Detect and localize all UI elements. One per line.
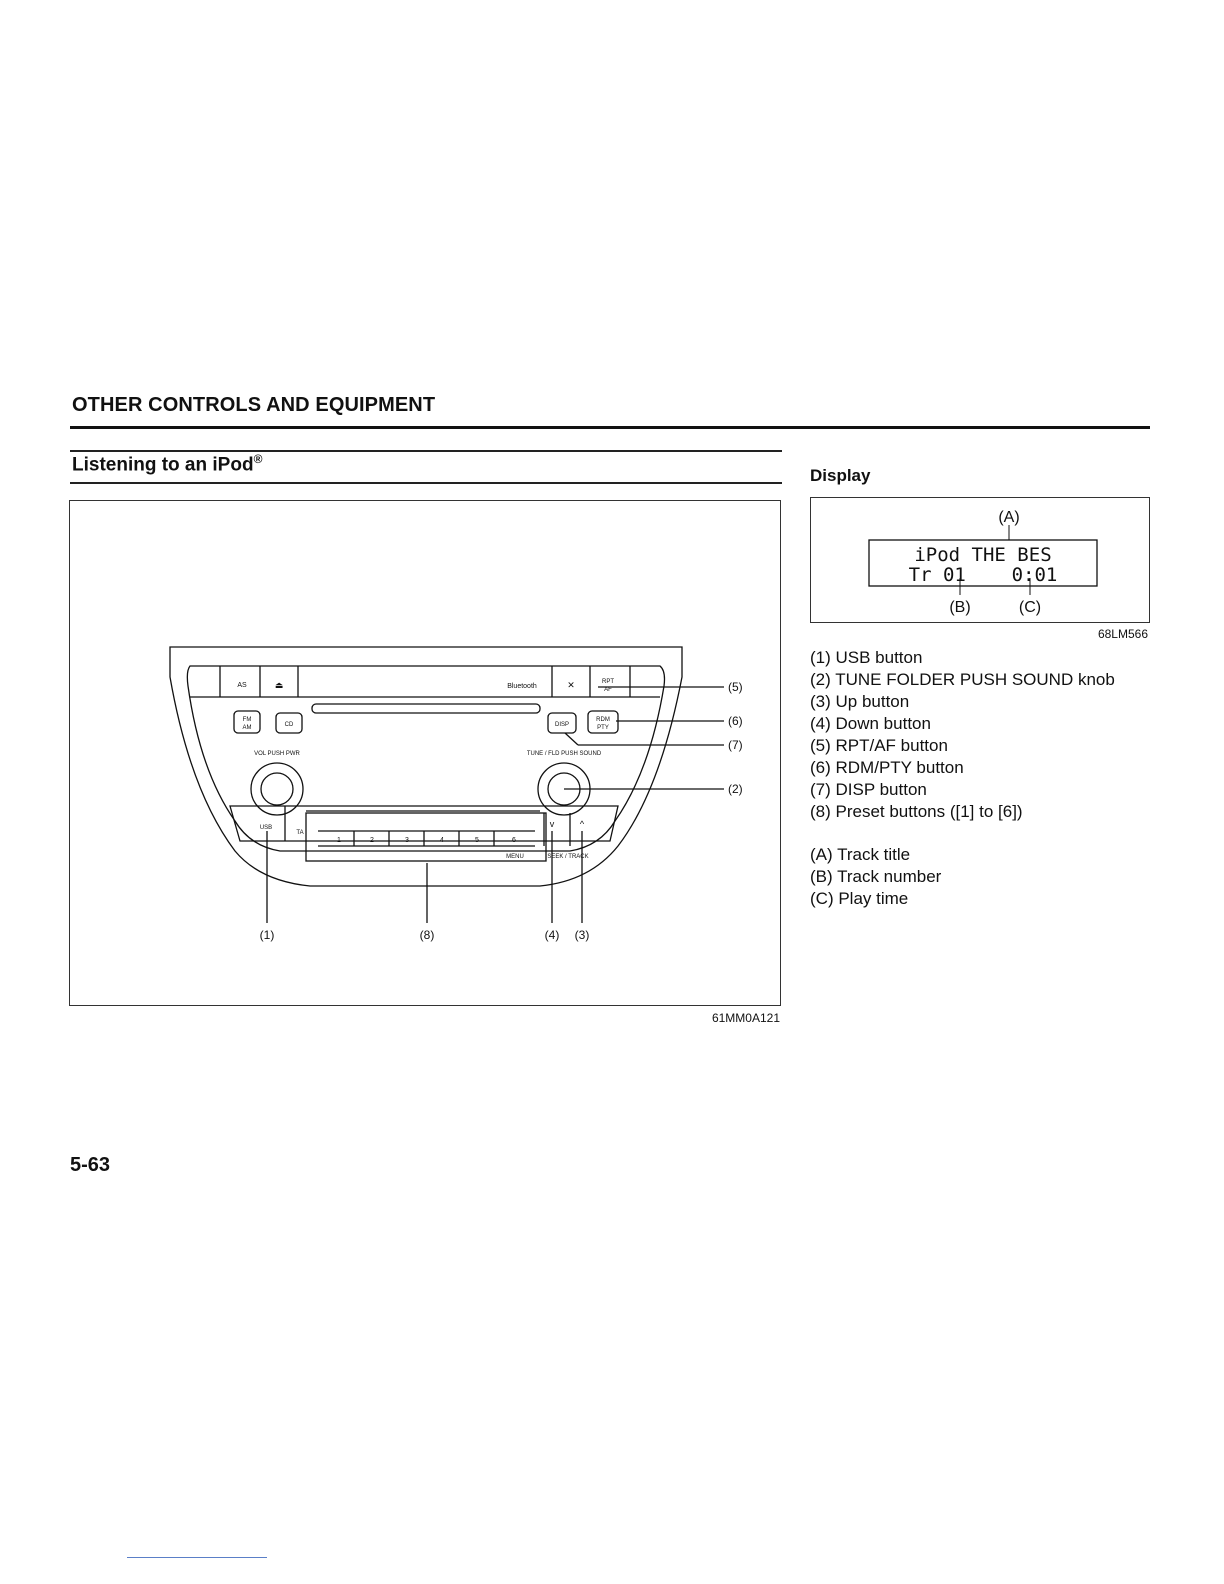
rpt-label: RPT: [602, 679, 614, 685]
callout-8: (8): [420, 928, 435, 942]
lcd-screen: [868, 539, 1098, 587]
af-label: AF: [604, 687, 612, 693]
display-label-b: (B): [949, 599, 970, 616]
legend-item: (7) DISP button: [810, 780, 927, 799]
menu-label: MENU: [506, 854, 524, 860]
vol-knob-inner: [260, 772, 294, 806]
legend-item: (1) USB button: [810, 648, 923, 667]
preset-4-label: 4: [440, 837, 444, 844]
preset-6-label: 6: [512, 837, 516, 844]
page-number: 5-63: [70, 1154, 111, 1176]
fm-am-button: [233, 710, 261, 734]
legend-item: (3) Up button: [810, 692, 910, 711]
vol-knob-outer: [250, 762, 304, 816]
display-legend: (A) Track title (B) Track number (C) Pla…: [810, 844, 941, 910]
vol-label: VOL PUSH PWR: [254, 751, 300, 757]
callout-7: (7): [728, 738, 743, 752]
legend-item: (C) Play time: [810, 889, 909, 908]
header-rule: [70, 426, 1150, 429]
registered-mark: ®: [253, 452, 263, 466]
display-heading: Display: [810, 466, 871, 485]
disp-label: DISP: [555, 722, 569, 728]
section-header: OTHER CONTROLS AND EQUIPMENT: [72, 394, 436, 416]
preset-strip: [305, 812, 547, 862]
radio-faceplate: [186, 665, 666, 852]
display-label-a: (A): [998, 509, 1019, 526]
pty-label: PTY: [597, 725, 609, 731]
preset-2-label: 2: [370, 837, 374, 844]
cd-slot: [311, 703, 541, 714]
radio-bezel-outer: [169, 646, 683, 887]
callout-2: (2): [728, 782, 743, 796]
seek-track-label: SEEK / TRACK: [547, 854, 588, 860]
legend-item: (6) RDM/PTY button: [810, 758, 964, 777]
legend-item: (5) RPT/AF button: [810, 736, 948, 755]
legend-item: (4) Down button: [810, 714, 931, 733]
display-figure: (A) iPod THE BES Tr 01 0:01 (B) (C): [810, 497, 1150, 623]
subsection-rule-bottom: [70, 482, 782, 484]
disp-button: [547, 712, 577, 734]
rdm-label: RDM: [596, 717, 610, 723]
button-legend: (1) USB button (2) TUNE FOLDER PUSH SOUN…: [810, 647, 1115, 823]
legend-item: (8) Preset buttons ([1] to [6]): [810, 802, 1023, 821]
display-figure-code: 68LM566: [1097, 627, 1148, 641]
subsection-title: Listening to an iPod®: [72, 452, 262, 476]
eject-icon: ⏏: [275, 680, 284, 690]
as-button-label: AS: [237, 682, 247, 689]
callout-4: (4): [545, 928, 560, 942]
mute-icon: ✕: [567, 680, 575, 690]
cd-label: CD: [285, 722, 294, 728]
preset-5-label: 5: [475, 837, 479, 844]
callout-5: (5): [728, 680, 743, 694]
down-button-label: v: [550, 819, 555, 829]
callout-6: (6): [728, 714, 743, 728]
preset-3-label: 3: [405, 837, 409, 844]
radio-illustration: AS ⏏ Bluetooth ✕ RPT AF FM AM CD DISP RD…: [169, 646, 743, 942]
bottom-panel: [229, 805, 619, 842]
up-button-label: ^: [580, 819, 585, 829]
cd-button: [275, 712, 303, 734]
preset-1-label: 1: [337, 837, 341, 844]
tune-label: TUNE / FLD PUSH SOUND: [527, 751, 602, 757]
ta-label: TA: [296, 830, 303, 836]
callout-1: (1): [260, 928, 275, 942]
lcd-line-1: iPod THE BES: [914, 544, 1051, 566]
lcd-line-2: Tr 01 0:01: [909, 564, 1058, 586]
legend-item: (2) TUNE FOLDER PUSH SOUND knob: [810, 670, 1115, 689]
display-label-c: (C): [1019, 599, 1041, 616]
callout-3: (3): [575, 928, 590, 942]
subsection-title-text: Listening to an iPod: [72, 454, 254, 476]
legend-item: (A) Track title: [810, 845, 911, 864]
fm-label: FM: [243, 717, 252, 723]
footer-line: [127, 1557, 267, 1558]
display-illustration: (A) iPod THE BES Tr 01 0:01 (B) (C): [868, 509, 1098, 616]
usb-label: USB: [260, 825, 272, 831]
bluetooth-label: Bluetooth: [507, 683, 537, 690]
subsection-rule-top: [70, 450, 782, 452]
radio-figure: AS ⏏ Bluetooth ✕ RPT AF FM AM CD DISP RD…: [69, 500, 781, 1006]
rdm-pty-button: [587, 710, 619, 734]
am-label: AM: [243, 725, 252, 731]
radio-figure-code: 61MM0A121: [711, 1011, 780, 1025]
legend-item: (B) Track number: [810, 867, 942, 886]
